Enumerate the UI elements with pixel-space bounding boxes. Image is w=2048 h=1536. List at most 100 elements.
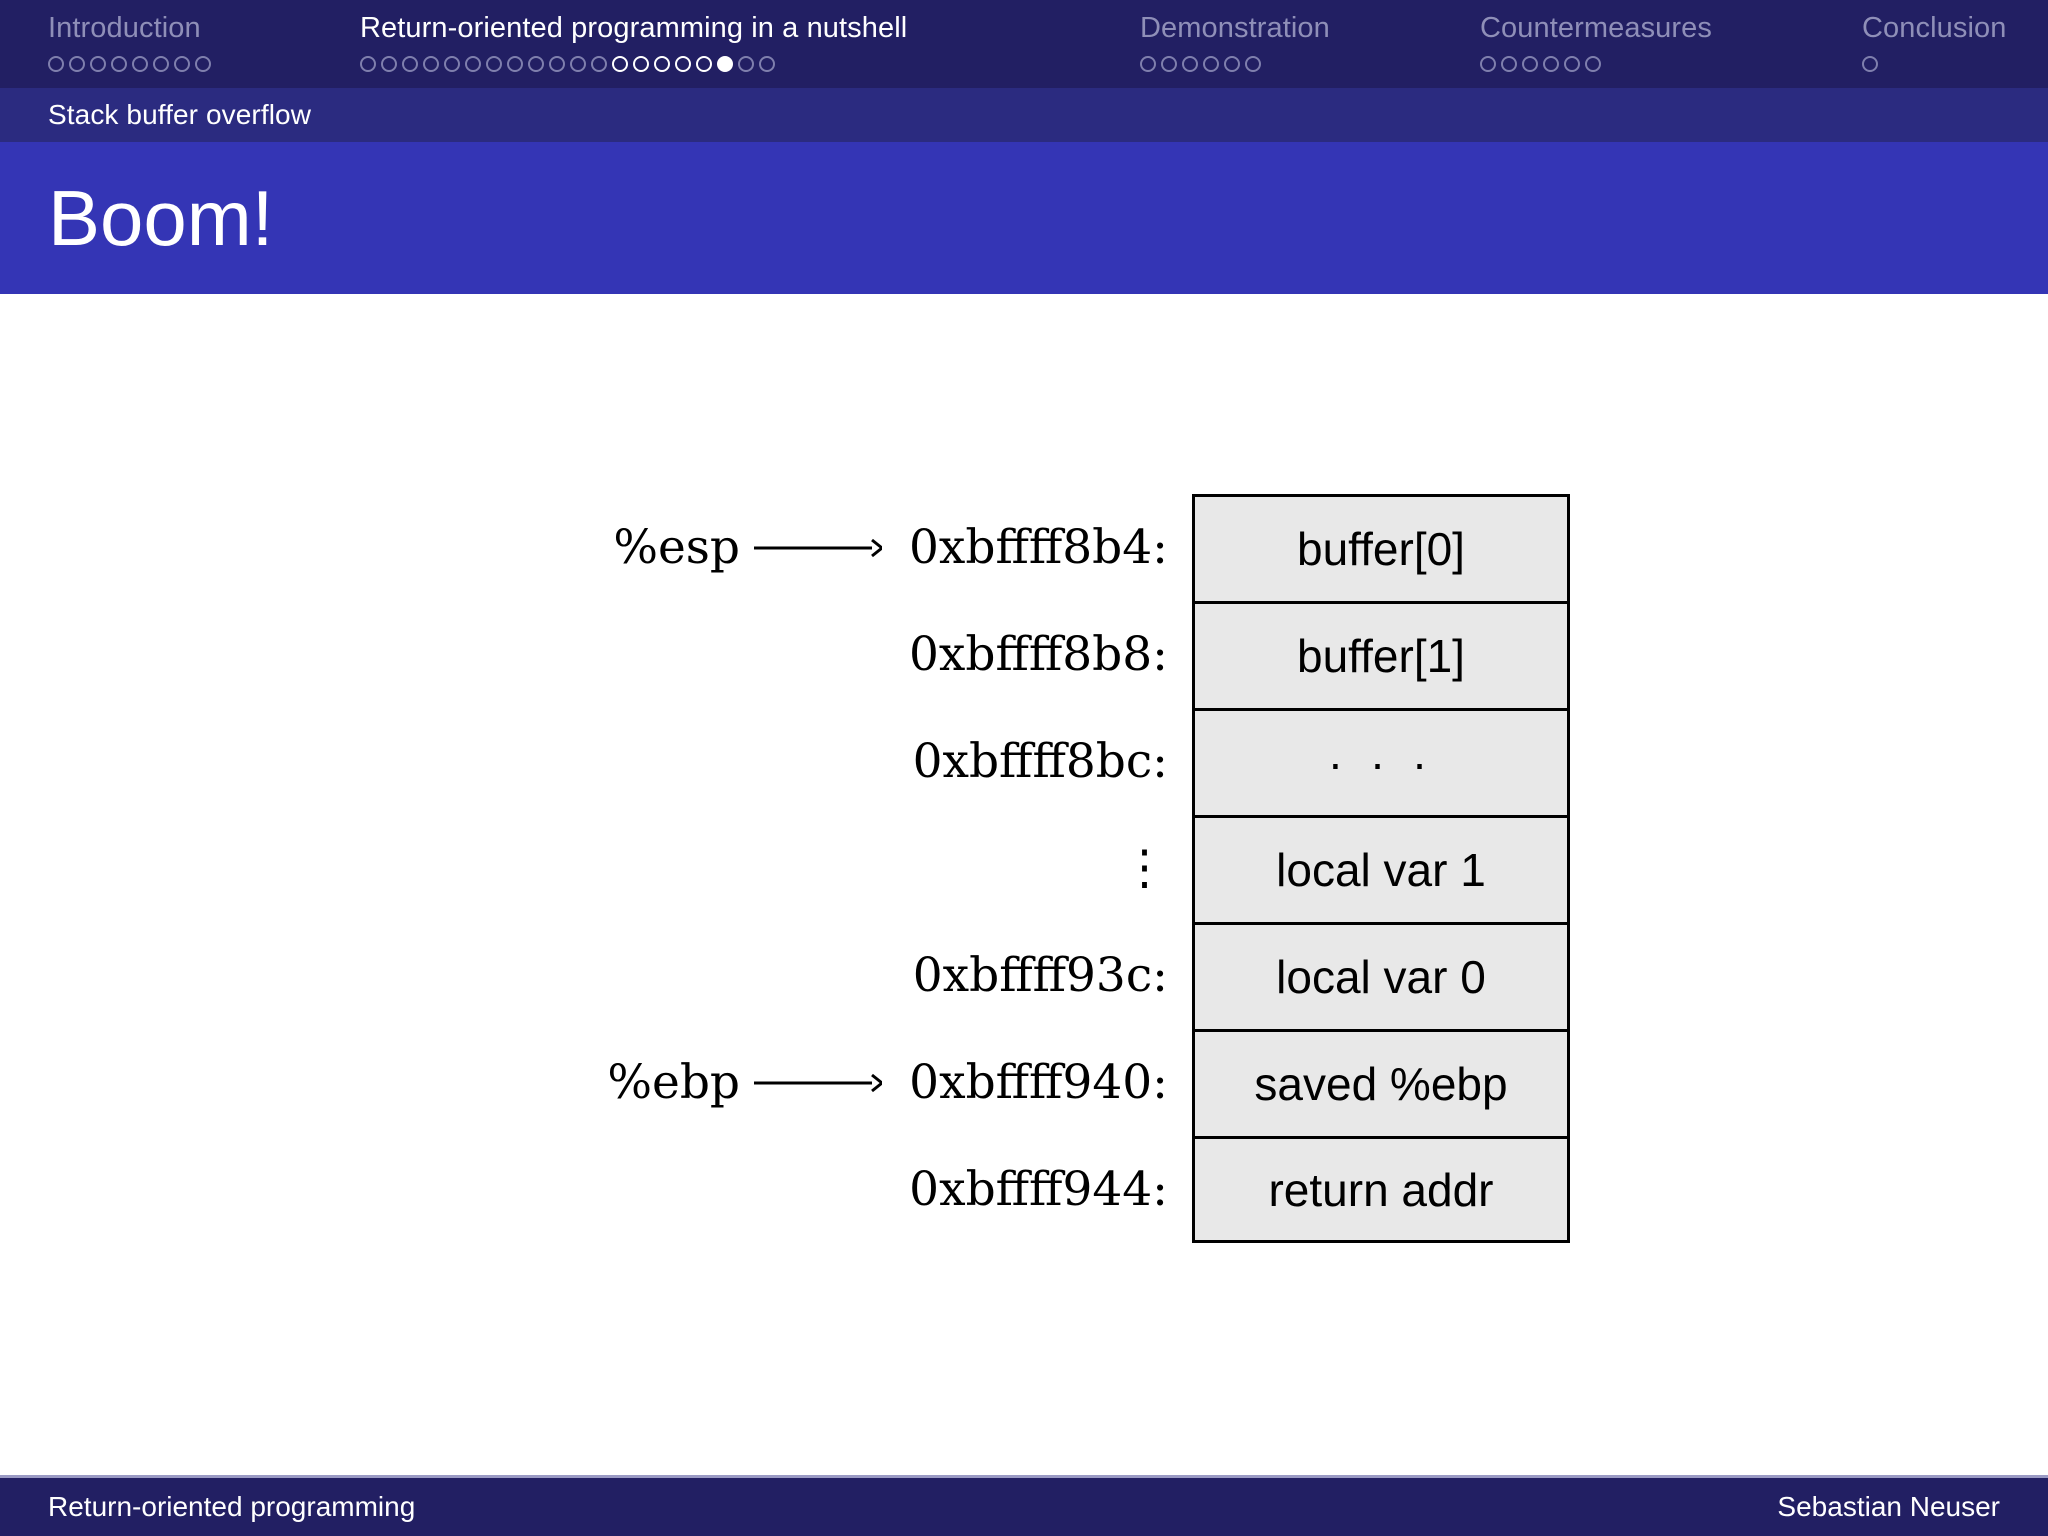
nav-slide-dot[interactable] <box>1224 56 1240 72</box>
stack-cell: buffer[1] <box>1192 601 1570 708</box>
nav-slide-dot[interactable] <box>90 56 106 72</box>
nav-slide-dot[interactable] <box>381 56 397 72</box>
register-pointer-column <box>530 922 740 1029</box>
register-pointer-column <box>530 708 740 815</box>
nav-slide-dot[interactable] <box>174 56 190 72</box>
nav-section-countermeasures[interactable]: Countermeasures <box>1480 0 1712 79</box>
nav-slide-dot[interactable] <box>1480 56 1496 72</box>
stack-cell: return addr <box>1192 1136 1570 1243</box>
nav-slide-dot[interactable] <box>48 56 64 72</box>
nav-section-label: Demonstration <box>1140 12 1330 44</box>
stack-row: ⋮ local var 1 <box>530 815 1570 922</box>
footer-divider <box>0 1475 2048 1478</box>
pointer-arrow-icon <box>754 1059 882 1106</box>
slide-footer: Return-oriented programming Sebastian Ne… <box>0 1478 2048 1536</box>
subsection-bar: Stack buffer overflow <box>0 88 2048 142</box>
nav-slide-dot[interactable] <box>1161 56 1177 72</box>
nav-slide-dot[interactable] <box>591 56 607 72</box>
nav-slide-dots <box>360 49 775 79</box>
stack-address-label: 0xbffff8bc: <box>912 734 1168 789</box>
nav-slide-dot[interactable] <box>633 56 649 72</box>
nav-slide-dots <box>1862 49 1878 79</box>
register-label: %esp <box>613 520 740 575</box>
stack-address-label: 0xbffff8b8: <box>908 627 1168 682</box>
nav-slide-dot[interactable] <box>195 56 211 72</box>
register-pointer-column <box>530 601 740 708</box>
register-pointer-column <box>530 1136 740 1243</box>
nav-slide-dot[interactable] <box>528 56 544 72</box>
pointer-arrow-spacer <box>754 1166 882 1213</box>
nav-slide-dot[interactable] <box>570 56 586 72</box>
stack-cell: local var 1 <box>1192 815 1570 922</box>
nav-slide-dot[interactable] <box>738 56 754 72</box>
register-pointer-column: %esp <box>530 494 740 601</box>
nav-slide-dot[interactable] <box>1245 56 1261 72</box>
address-ellipsis: ⋮ <box>1121 840 1168 896</box>
stack-address-label: 0xbffff940: <box>909 1055 1168 1110</box>
nav-slide-dot[interactable] <box>402 56 418 72</box>
nav-section-label: Introduction <box>48 12 201 44</box>
nav-slide-dot[interactable] <box>486 56 502 72</box>
nav-section-return-oriented-programming-in-a-nutshell[interactable]: Return-oriented programming in a nutshel… <box>360 0 907 79</box>
stack-row: 0xbffff8b8: buffer[1] <box>530 601 1570 708</box>
nav-slide-dot[interactable] <box>132 56 148 72</box>
stack-row: 0xbffff944: return addr <box>530 1136 1570 1243</box>
nav-slide-dot[interactable] <box>507 56 523 72</box>
stack-cell: buffer[0] <box>1192 494 1570 601</box>
register-pointer-column: %ebp <box>530 1029 740 1136</box>
nav-slide-dot[interactable] <box>1182 56 1198 72</box>
pointer-arrow-spacer <box>754 845 882 892</box>
nav-slide-dot[interactable] <box>1585 56 1601 72</box>
nav-slide-dot[interactable] <box>1140 56 1156 72</box>
nav-slide-dot[interactable] <box>111 56 127 72</box>
section-navigation-bar: Introduction Return-oriented programming … <box>0 0 2048 88</box>
nav-slide-dot[interactable] <box>465 56 481 72</box>
nav-slide-dot[interactable] <box>1862 56 1878 72</box>
stack-cell: saved %ebp <box>1192 1029 1570 1136</box>
nav-slide-dots <box>1480 49 1601 79</box>
stack-row: 0xbffff93c: local var 0 <box>530 922 1570 1029</box>
stack-cell: local var 0 <box>1192 922 1570 1029</box>
nav-slide-dot[interactable] <box>717 56 733 72</box>
nav-slide-dots <box>48 49 211 79</box>
nav-slide-dot[interactable] <box>759 56 775 72</box>
stack-address-label: 0xbffff944: <box>909 1162 1168 1217</box>
stack-row: %ebp 0xbffff940: saved %ebp <box>530 1029 1570 1136</box>
nav-slide-dot[interactable] <box>675 56 691 72</box>
nav-slide-dot[interactable] <box>654 56 670 72</box>
nav-section-label: Return-oriented programming in a nutshel… <box>360 12 908 44</box>
pointer-arrow-icon <box>754 524 882 571</box>
stack-address-label: 0xbffff93c: <box>912 948 1168 1003</box>
nav-slide-dot[interactable] <box>423 56 439 72</box>
nav-section-conclusion[interactable]: Conclusion <box>1862 0 2006 79</box>
footer-presentation-title: Return-oriented programming <box>48 1491 416 1522</box>
nav-slide-dot[interactable] <box>549 56 565 72</box>
pointer-arrow-spacer <box>754 631 882 678</box>
nav-section-introduction[interactable]: Introduction <box>48 0 211 79</box>
nav-slide-dots <box>1140 49 1261 79</box>
register-label: %ebp <box>607 1055 740 1110</box>
nav-slide-dot[interactable] <box>69 56 85 72</box>
nav-slide-dot[interactable] <box>1564 56 1580 72</box>
nav-slide-dot[interactable] <box>1522 56 1538 72</box>
page-title: Boom! <box>48 174 274 262</box>
stack-row: 0xbffff8bc:· · · <box>530 708 1570 815</box>
nav-slide-dot[interactable] <box>1501 56 1517 72</box>
nav-slide-dot[interactable] <box>444 56 460 72</box>
slide-title-bar: Boom! <box>0 142 2048 294</box>
nav-slide-dot[interactable] <box>153 56 169 72</box>
nav-slide-dot[interactable] <box>1203 56 1219 72</box>
nav-slide-dot[interactable] <box>1543 56 1559 72</box>
nav-slide-dot[interactable] <box>612 56 628 72</box>
register-pointer-column <box>530 815 740 922</box>
pointer-arrow-spacer <box>754 952 882 999</box>
nav-slide-dot[interactable] <box>696 56 712 72</box>
nav-slide-dot[interactable] <box>360 56 376 72</box>
nav-section-label: Conclusion <box>1862 12 2007 44</box>
nav-section-demonstration[interactable]: Demonstration <box>1140 0 1330 79</box>
pointer-arrow-spacer <box>754 738 882 785</box>
